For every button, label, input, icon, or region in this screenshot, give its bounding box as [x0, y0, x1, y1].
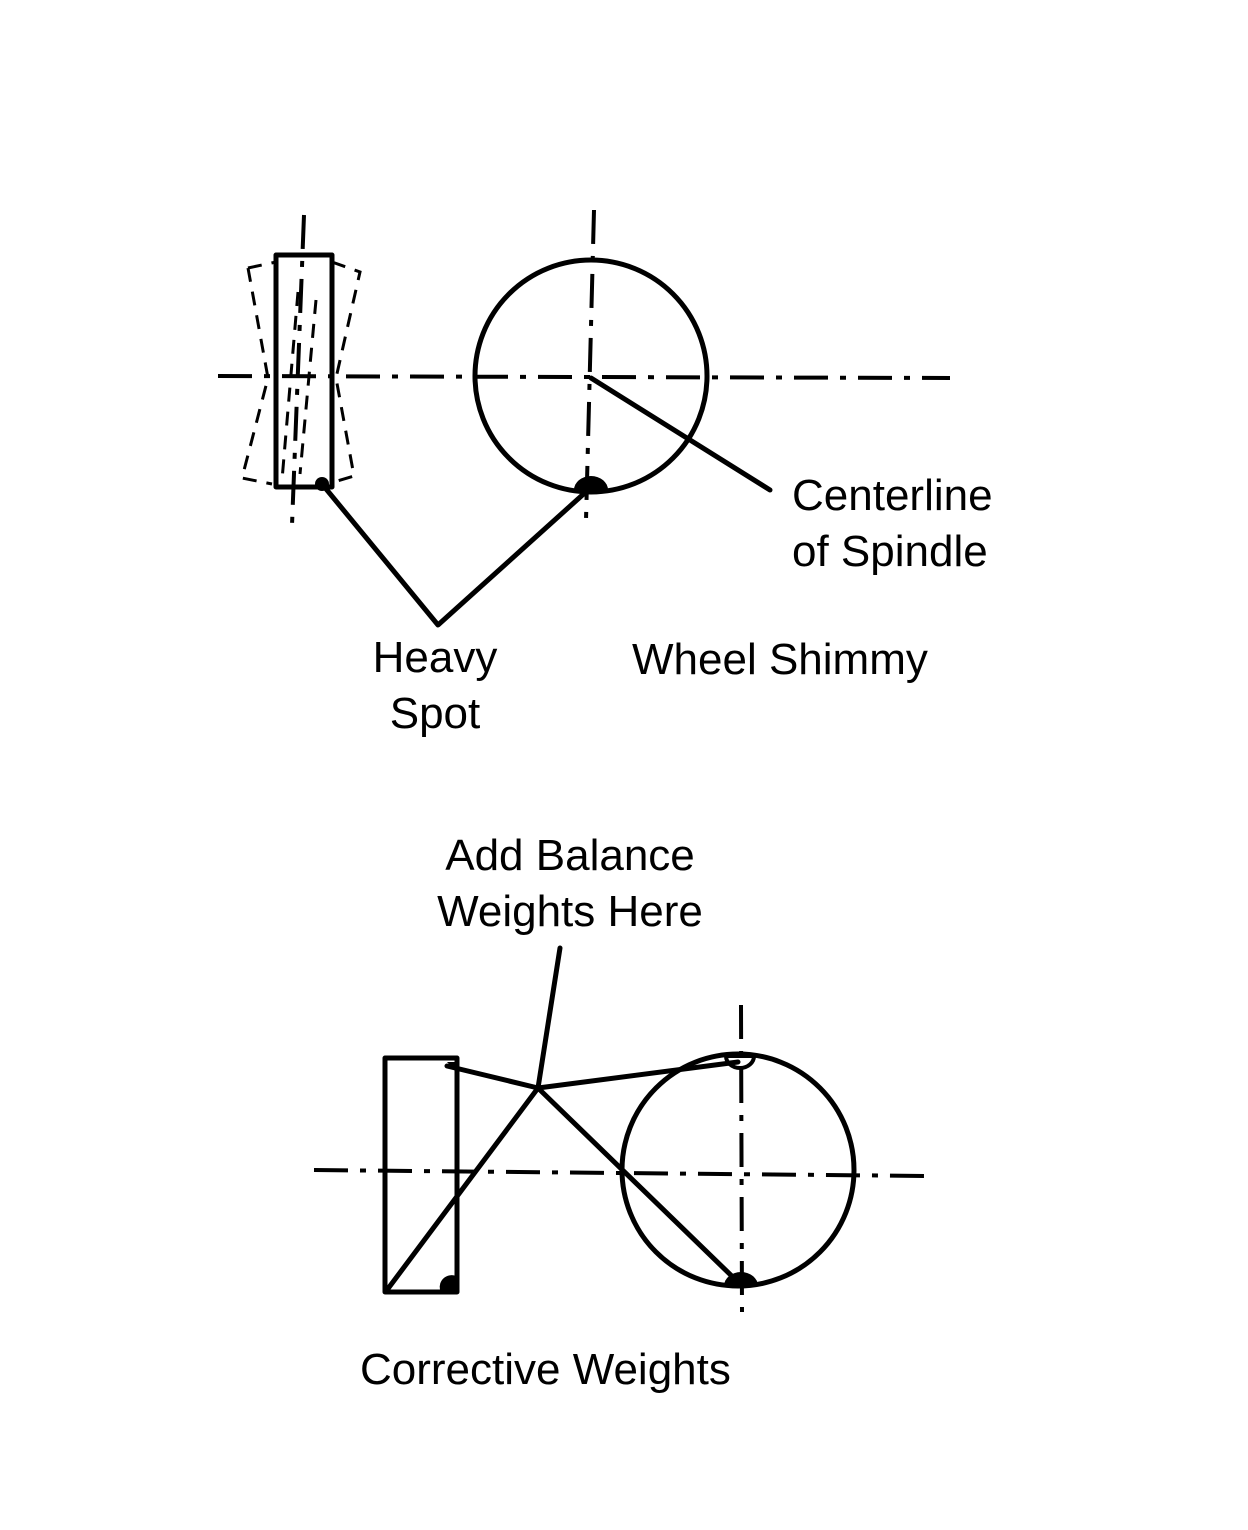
heavy-spot-leader-lines — [319, 481, 591, 628]
add-weights-leader-to-tire-top — [444, 1063, 541, 1091]
add-balance-weights-label: Add Balance Weights Here — [400, 828, 740, 940]
spindle-leader-line — [588, 375, 773, 493]
tire-side-vertical-centerline — [290, 214, 306, 526]
corrective-weights-figure — [313, 945, 931, 1313]
heavy-spot-label: Heavy Spot — [350, 630, 520, 742]
heavy-spot-label-line1: Heavy — [372, 633, 498, 682]
add-balance-label-line2: Weights Here — [437, 887, 703, 936]
add-weights-leader-to-wheel-bottom — [535, 1085, 743, 1287]
add-weights-main-leader — [535, 945, 563, 1091]
add-weights-leader-to-wheel-top — [535, 1059, 741, 1091]
heavy-spot-label-line2: Spot — [389, 689, 481, 738]
wheel-heavy-spot-dot — [574, 476, 608, 490]
add-weights-leader-to-tire-bottom — [384, 1085, 541, 1293]
corrective-horizontal-centerline — [313, 1168, 931, 1178]
tire-wobble-outline-left — [240, 260, 277, 486]
tire-wobble-outline-right — [331, 260, 362, 484]
centerline-of-spindle-label: Centerline of Spindle — [792, 468, 993, 580]
tire-bottom-weight-marker — [439, 1275, 456, 1290]
tire-side-view — [273, 252, 335, 490]
wheel-shimmy-title: Wheel Shimmy — [632, 635, 928, 684]
wheel-front-view — [472, 257, 710, 495]
corrective-tire-side-view — [382, 1055, 460, 1295]
corrective-wheel-vertical-centerline — [739, 1004, 744, 1313]
shimmy-horizontal-centerline — [217, 374, 951, 380]
wheel-vertical-centerline — [584, 209, 596, 521]
centerline-label-line1: Centerline — [792, 471, 993, 520]
corrective-wheel-front-view — [619, 1051, 857, 1289]
tire-wobble-inner — [280, 291, 318, 481]
add-balance-label-line1: Add Balance — [445, 831, 695, 880]
wheel-shimmy-figure — [217, 209, 951, 628]
centerline-label-line2: of Spindle — [792, 527, 988, 576]
corrective-weights-title: Corrective Weights — [360, 1345, 731, 1394]
